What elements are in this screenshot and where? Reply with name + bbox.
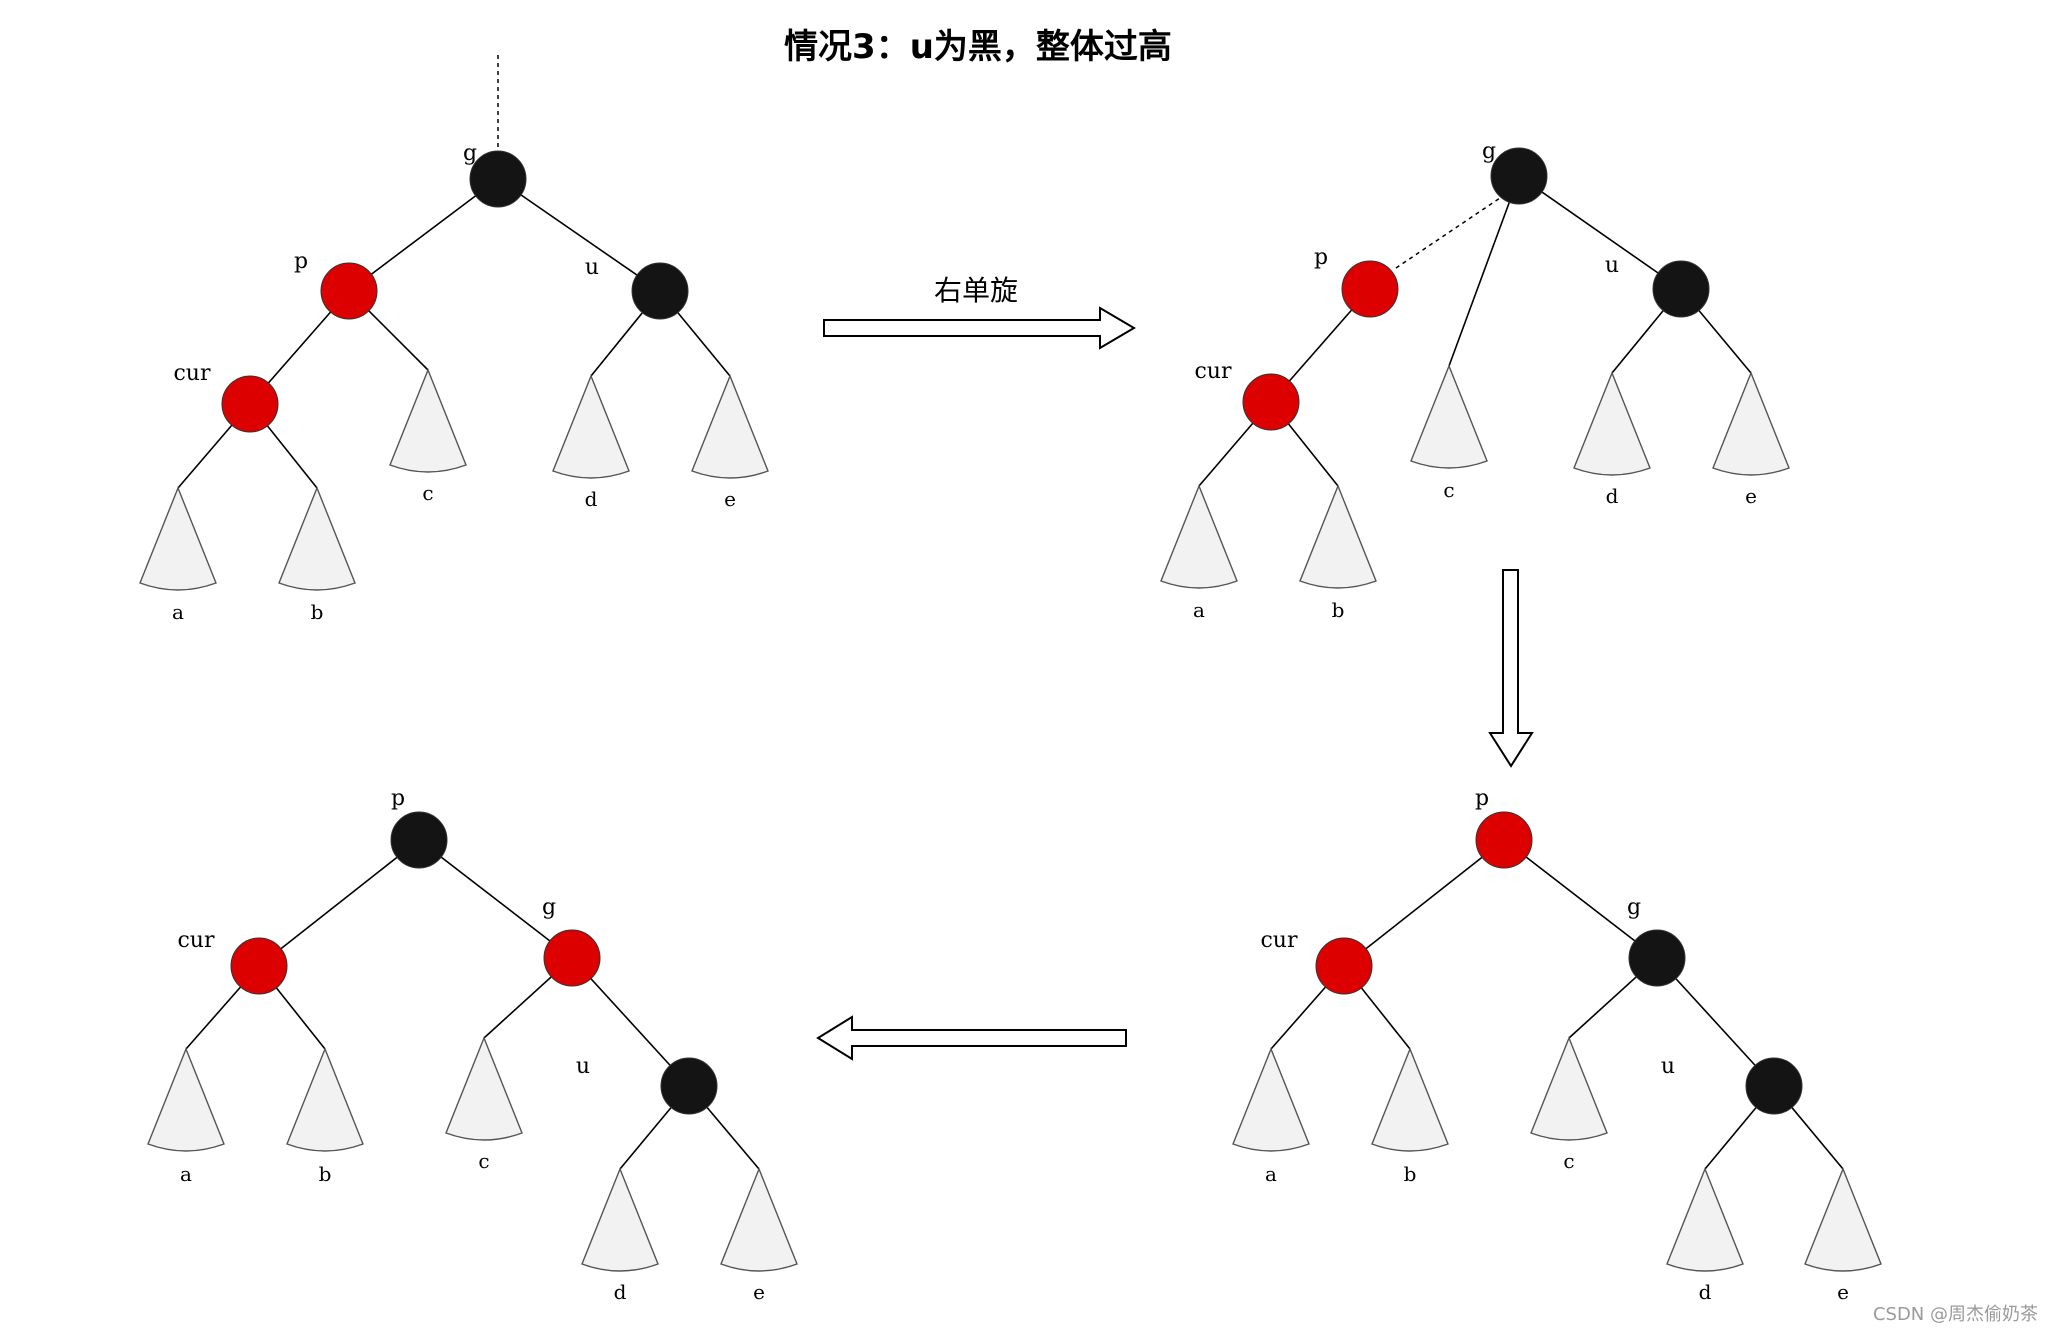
node-label-p: p: [294, 249, 308, 274]
node-label-u: u: [576, 1054, 590, 1079]
edge-p-g: [418, 839, 573, 959]
node-label-g: g: [463, 141, 477, 166]
node-label-u: u: [585, 255, 599, 280]
node-label-p: p: [1475, 786, 1489, 811]
subtree-d: [581, 1167, 659, 1272]
subtree-label-e: e: [753, 1280, 765, 1304]
node-p: [1475, 811, 1533, 869]
edge-g-u: [1518, 175, 1682, 290]
node-cur: [230, 937, 288, 995]
subtree-d: [1666, 1167, 1744, 1272]
tree-during-rotation: a b c d e g p u cur: [1160, 139, 1790, 622]
node-p: [390, 811, 448, 869]
subtree-a: [1160, 484, 1238, 589]
node-label-cur: cur: [1194, 359, 1231, 384]
subtree-b: [286, 1047, 364, 1152]
subtree-c: [445, 1036, 523, 1141]
subtree-e: [720, 1167, 798, 1272]
node-label-cur: cur: [177, 928, 214, 953]
subtree-c: [1530, 1036, 1608, 1141]
subtree-b: [1299, 484, 1377, 589]
subtree-b: [278, 486, 356, 591]
subtree-label-c: c: [1563, 1149, 1574, 1173]
node-label-g: g: [542, 895, 556, 920]
node-label-p: p: [1314, 245, 1328, 270]
tree-diagrams: a b c d e g p u cur a b c d e g p u cur a b c d e p cur g u a b c d e p c…: [139, 55, 1882, 1304]
node-g: [1628, 929, 1686, 987]
subtree-label-b: b: [1332, 598, 1345, 622]
edge-g-u: [571, 957, 690, 1087]
arrow-down-icon: [1488, 569, 1534, 768]
subtree-label-d: d: [614, 1280, 627, 1304]
node-u: [1745, 1057, 1803, 1115]
subtree-e: [691, 374, 769, 479]
node-g: [543, 929, 601, 987]
node-g: [1490, 147, 1548, 205]
subtree-label-e: e: [724, 487, 736, 511]
edge-p-g: [1503, 839, 1658, 959]
node-u: [631, 262, 689, 320]
subtree-a: [1232, 1047, 1310, 1152]
node-cur: [1242, 373, 1300, 431]
node-label-cur: cur: [1260, 928, 1297, 953]
subtree-e: [1804, 1167, 1882, 1272]
node-u: [1652, 260, 1710, 318]
subtree-c: [389, 368, 467, 473]
tree-before-rotation: a b c d e g p u cur: [139, 55, 769, 624]
subtree-label-e: e: [1745, 484, 1757, 508]
node-label-g: g: [1627, 895, 1641, 920]
tree-after-recolor: a b c d e p cur g u: [147, 786, 798, 1304]
node-label-p: p: [391, 786, 405, 811]
node-p: [320, 262, 378, 320]
subtree-a: [139, 486, 217, 591]
node-label-u: u: [1605, 253, 1619, 278]
node-u: [660, 1057, 718, 1115]
node-label-cur: cur: [173, 361, 210, 386]
subtree-a: [147, 1047, 225, 1152]
watermark: CSDN @周杰偷奶茶: [1873, 1304, 2038, 1325]
node-cur: [221, 375, 279, 433]
edge-g-c: [1448, 175, 1520, 367]
subtree-label-a: a: [180, 1162, 192, 1186]
tree-after-rotation: a b c d e p cur g u: [1232, 786, 1882, 1304]
node-p: [1341, 260, 1399, 318]
edge-p-cur: [1343, 839, 1505, 967]
subtree-d: [1573, 371, 1651, 476]
subtree-label-c: c: [1443, 478, 1454, 502]
subtree-label-a: a: [172, 600, 184, 624]
subtree-label-b: b: [311, 600, 324, 624]
subtree-label-c: c: [478, 1149, 489, 1173]
subtree-label-c: c: [422, 481, 433, 505]
arrow-right-icon: [823, 306, 1136, 350]
node-cur: [1315, 937, 1373, 995]
edge-g-u: [497, 178, 661, 292]
node-g: [469, 150, 527, 208]
arrow-left-icon: [816, 1015, 1127, 1061]
diagram-title: 情况3：u为黑，整体过高: [784, 27, 1172, 67]
arrow-label: 右单旋: [934, 274, 1018, 307]
subtree-label-d: d: [1699, 1280, 1712, 1304]
node-label-g: g: [1482, 139, 1496, 164]
subtree-label-b: b: [319, 1162, 332, 1186]
subtree-c: [1410, 364, 1488, 469]
subtree-e: [1712, 371, 1790, 476]
subtree-label-a: a: [1193, 598, 1205, 622]
subtree-label-a: a: [1265, 1162, 1277, 1186]
subtree-b: [1371, 1047, 1449, 1152]
subtree-label-d: d: [1606, 484, 1619, 508]
dashed-link: [1395, 197, 1501, 269]
edge-g-p: [348, 178, 499, 292]
subtree-label-d: d: [585, 487, 598, 511]
subtree-d: [552, 374, 630, 479]
edge-g-u: [1656, 957, 1775, 1087]
edge-p-cur: [258, 839, 420, 967]
subtree-label-e: e: [1837, 1280, 1849, 1304]
subtree-label-b: b: [1404, 1162, 1417, 1186]
node-label-u: u: [1661, 1054, 1675, 1079]
